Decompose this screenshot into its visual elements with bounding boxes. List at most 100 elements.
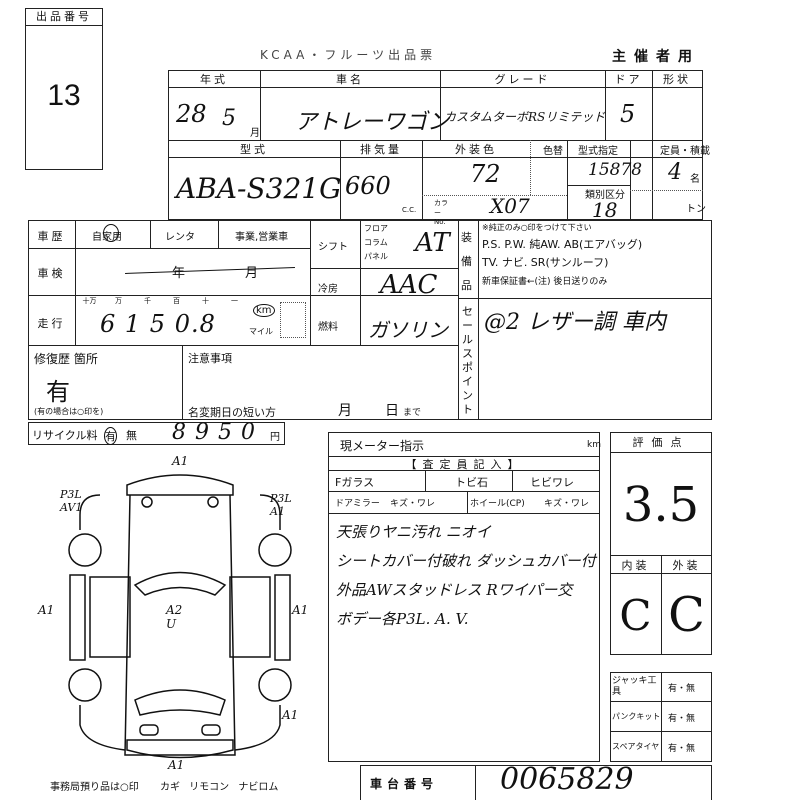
spare-tire-value[interactable]: 有・無: [668, 744, 696, 754]
interior-grade: C: [619, 590, 652, 640]
mirror-option[interactable]: キズ・ワレ: [390, 499, 436, 509]
name-label: 車名: [336, 73, 364, 86]
history-label: 車歴: [37, 230, 66, 243]
repair-note: (有の場合は○印を): [34, 407, 104, 416]
inspector-comments: 天張りヤニ汚れ ニオイ シートカバー付破れ ダッシュカバー付 外品AWスタッドレ…: [336, 518, 596, 634]
wheel-label: ホイール(CP): [470, 499, 525, 509]
sales-point-value: @2 レザー調 車内: [484, 310, 666, 335]
capacity-unit: 名: [690, 174, 700, 185]
shift-option-column[interactable]: コラム: [364, 238, 388, 247]
wheel-option[interactable]: キズ・ワレ: [544, 499, 590, 509]
car-name: アトレーワゴン: [295, 110, 450, 135]
fuel-value: ガソリン: [368, 318, 448, 342]
mileage-value: 6 1 5 0.8: [100, 310, 216, 338]
shape-label: 形状: [663, 73, 691, 86]
diagram-right: A1: [292, 603, 309, 617]
type-designation-value: 15878: [588, 160, 643, 180]
recycle-yes[interactable]: 有: [104, 427, 117, 445]
equipment-label: 装備品: [461, 231, 472, 292]
model-value: ABA-S321G: [176, 172, 342, 205]
displacement-label: 排気量: [360, 143, 402, 156]
shift-option-panel[interactable]: パネル: [364, 252, 388, 261]
shift-option-floor[interactable]: フロア: [364, 224, 388, 233]
doors-label: ドア: [614, 73, 643, 86]
meter-label: 現メーター指示: [340, 439, 425, 453]
shift-value: AT: [415, 228, 450, 258]
color-label: 外装色: [455, 143, 497, 156]
color-no-value: X07: [490, 194, 530, 218]
mileage-label: 走行: [37, 317, 66, 330]
capacity-value: 4: [668, 160, 682, 185]
month-unit: 月: [250, 128, 260, 139]
digit-label: 万: [115, 297, 122, 305]
notes-day: 日: [385, 403, 399, 419]
shift-options: フロア コラム パネル: [364, 222, 388, 264]
diagram-right-rear: A1: [282, 708, 299, 722]
puncture-kit-label: パンクキット: [612, 712, 661, 721]
mirror-label: ドアミラー: [335, 499, 380, 509]
recycle-no[interactable]: 無: [126, 429, 137, 442]
puncture-kit-value[interactable]: 有・無: [668, 714, 696, 724]
fuel-label: 燃料: [318, 322, 338, 333]
recycle-amount: 8950: [172, 420, 264, 445]
inspector-box: [328, 432, 600, 762]
km-unit: km: [253, 304, 275, 317]
circle-mark: [103, 224, 119, 242]
mileage-digit-labels: 十万 万 千 百 十 一: [75, 296, 249, 306]
chassis-box: [360, 765, 712, 800]
equipment-line-3: 新車保証書←(注) 後日送りのみ: [482, 277, 608, 287]
color-change-label: 色替: [543, 146, 563, 157]
crack-label[interactable]: ヒビワレ: [530, 476, 574, 489]
history-option-business[interactable]: 事業,営業車: [235, 232, 289, 243]
exterior-label: 外装: [672, 559, 701, 572]
equipment-line-1: P.S. P.W. 純AW. AB(エアバッグ): [482, 238, 643, 251]
diagram-left-front: P3L AV1: [60, 488, 83, 514]
jack-tool-value[interactable]: 有・無: [668, 684, 696, 694]
repair-value: 有: [46, 378, 70, 406]
fglass-label: Fガラス: [335, 476, 375, 489]
spare-tire-label: スペアタイヤ: [612, 742, 660, 751]
lot-box: 出品番号 13: [25, 8, 103, 170]
rating-label: 評価点: [632, 436, 690, 449]
capacity-label: 定員・積載: [660, 146, 710, 157]
history-option-rental[interactable]: レンタ: [165, 232, 195, 243]
exterior-grade: C: [668, 587, 705, 643]
doors-value: 5: [620, 100, 636, 128]
meter-unit: km: [587, 440, 601, 450]
digit-label: 十万: [82, 297, 97, 305]
comment-line: ボデー各P3L. A. V.: [336, 610, 469, 628]
model-label: 型式: [240, 143, 268, 156]
footer-items: カギ リモコン ナビロム: [160, 782, 279, 793]
car-diagram: [68, 474, 292, 759]
digit-label: 一: [231, 297, 238, 305]
recycle-unit: 円: [270, 432, 280, 443]
inspection-label: 車検: [37, 267, 66, 280]
grade-value: カスタムターボRSリミテッド: [444, 110, 606, 124]
cc-unit: C.C.: [402, 206, 417, 214]
ac-label: 冷房: [318, 284, 338, 295]
repair-label: 修復歴 箇所: [34, 352, 98, 366]
digit-label: 十: [202, 297, 209, 305]
comment-line: 天張りヤニ汚れ ニオイ: [336, 523, 491, 541]
type-designation-label: 型式指定: [578, 146, 618, 157]
year-value: 28: [176, 100, 207, 128]
recycle-row: [28, 422, 285, 445]
category-value: 18: [592, 198, 618, 222]
mileage-box: [280, 302, 306, 338]
chip-label[interactable]: トビ石: [455, 476, 488, 489]
notes-month: 月: [338, 403, 352, 419]
load-unit: トン: [686, 204, 706, 215]
name-change-label: 名変期日の短い方: [188, 406, 276, 419]
jack-tool-label: ジャッキ工具: [612, 676, 657, 697]
digit-label: 百: [173, 297, 180, 305]
month-value: 5: [222, 106, 236, 131]
mile-unit: マイル: [249, 327, 273, 336]
comment-line: シートカバー付破れ ダッシュカバー付: [336, 552, 596, 570]
interior-label: 内装: [621, 559, 650, 572]
notes-label: 注意事項: [188, 352, 232, 365]
footer-note: 事務局預り品は○印: [50, 782, 139, 793]
equipment-line-2: TV. ナビ. SR(サンルーフ): [482, 256, 609, 269]
lot-label: 出品番号: [26, 9, 102, 26]
year-label: 年式: [200, 73, 228, 86]
